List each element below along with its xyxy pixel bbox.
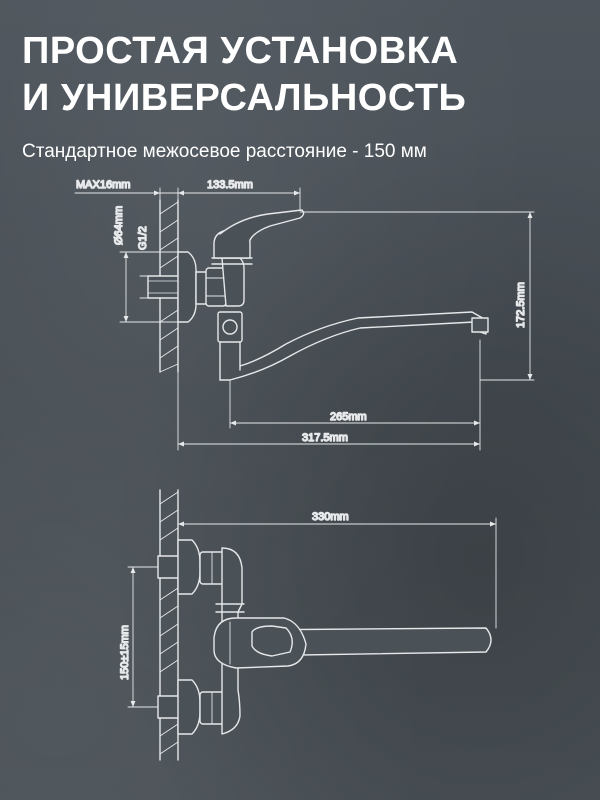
title-line-1: ПРОСТАЯ УСТАНОВКА	[22, 30, 459, 72]
lever-handle-side	[213, 209, 305, 259]
wall-top	[159, 489, 179, 761]
dim-thread-label: G1/2	[137, 226, 149, 250]
side-view: MAX16mm 133.5mm Ø64mm G1/2 172.5mm 265mm…	[74, 178, 535, 451]
dim-max-wall-label: MAX16mm	[76, 179, 130, 191]
eccentric-nut-side	[195, 267, 227, 307]
page-subtitle: Стандартное межосевое расстояние - 150 м…	[22, 141, 427, 162]
dimension-arrows-top	[130, 521, 496, 707]
aerator-side	[471, 317, 489, 333]
lower-inlet-top	[157, 679, 225, 735]
dim-spout-length-label: 330mm	[312, 511, 349, 523]
dim-lever-offset-label: 133.5mm	[207, 179, 253, 191]
spout-side	[219, 311, 487, 381]
dim-center-distance-label: 150±15mm	[119, 625, 131, 680]
dim-diameter-label: Ø64mm	[113, 206, 125, 245]
dim-total-length-label: 317.5mm	[302, 432, 348, 444]
lever-handle-top	[213, 617, 307, 669]
faucet-body-side	[221, 257, 245, 307]
upper-inlet-top	[157, 539, 225, 595]
dim-height-label: 172.5mm	[515, 282, 527, 328]
page-title: ПРОСТАЯ УСТАНОВКА И УНИВЕРСАЛЬНОСТЬ	[22, 28, 466, 122]
dimension-arrows-side	[123, 190, 533, 447]
spout-connector-side	[217, 311, 243, 381]
dim-spout-reach-label: 265mm	[330, 411, 367, 423]
wall-flange-side	[177, 251, 197, 323]
top-view: 330mm 150±15mm	[118, 489, 497, 761]
dimension-lines-side	[74, 187, 535, 451]
title-line-2: И УНИВЕРСАЛЬНОСТЬ	[22, 77, 467, 119]
